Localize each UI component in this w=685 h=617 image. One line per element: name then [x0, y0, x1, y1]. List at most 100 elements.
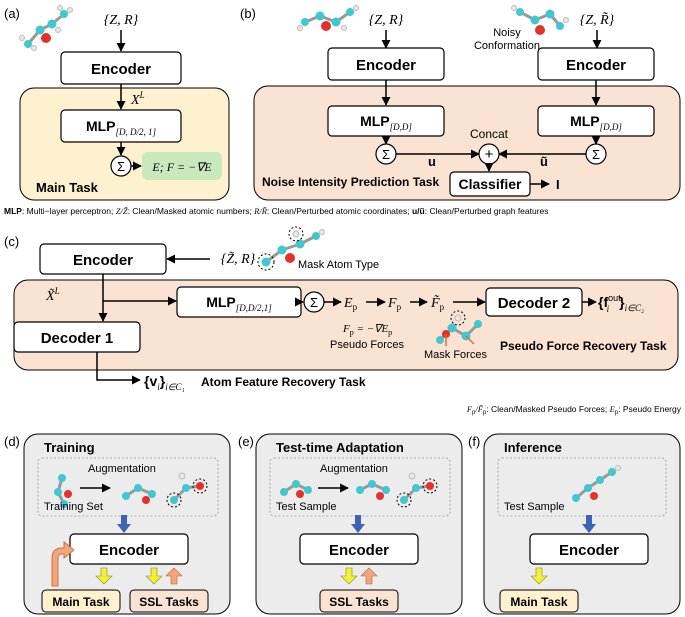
fp-equation: Fp = −∇Ep: [342, 323, 392, 337]
yellow-arrow-d-ssl: [145, 567, 163, 585]
sample-box-f: [497, 457, 667, 517]
blue-arrow-f: [582, 515, 596, 533]
molecule-c-forces: [436, 310, 482, 346]
encoder-box-e: [299, 533, 419, 565]
af-task-label: Atom Feature Recovery Task: [201, 375, 366, 389]
input-c: {Z̃, R}: [221, 251, 256, 267]
decoder2-label: Decoder 2: [498, 295, 571, 312]
panel-a-label: (a): [4, 6, 20, 21]
molecule-e-masked: [396, 472, 438, 508]
xl-c: X̃L: [45, 286, 60, 304]
main-task-f-label: Main Task: [510, 595, 567, 609]
molecule-d-aug: [122, 484, 156, 504]
molecule-e-input: [280, 480, 312, 498]
tta-title: Test-time Adaptation: [276, 440, 404, 455]
legend-2: Fp/F̃p: Clean/Masked Pseudo Forces; Ep: …: [466, 404, 682, 416]
xl-a: XL: [130, 90, 145, 108]
blue-arrow-d: [117, 515, 131, 533]
mask-atom-type: Mask Atom Type: [298, 259, 379, 271]
main-task-a-label: Main Task: [36, 180, 99, 195]
molecule-b-clean: [297, 5, 359, 31]
encoder-e-label: Encoder: [329, 542, 389, 559]
panel-d: (d) Training Augmentation Training Set: [4, 433, 231, 615]
augmentation-e: Augmentation: [320, 463, 388, 475]
orange-loop-arrow-d: [51, 541, 75, 587]
u-clean: u: [428, 154, 436, 169]
orange-arrow-e: [360, 567, 378, 585]
panel-b: (b) {Z, R} Noisy Conformation {Z, R̃} En…: [240, 5, 681, 201]
orange-arrow-d: [165, 567, 183, 585]
inference-title: Inference: [504, 440, 562, 455]
input-b-noisy: {Z, R̃}: [580, 12, 615, 28]
molecule-b-noisy: [511, 5, 569, 35]
noisy-label-1: Noisy: [493, 27, 521, 39]
mlp-a-label: MLP[D, D/2, 1]: [86, 118, 157, 137]
blue-arrow-e: [351, 515, 365, 533]
panel-c-label: (c): [4, 234, 19, 249]
classifier-label: Classifier: [458, 176, 522, 192]
mlp-b-noisy-label: MLP[D,D]: [570, 113, 622, 132]
sum-c-symbol: Σ: [310, 295, 318, 310]
molecule-d-input: [54, 474, 72, 508]
panel-e: (e) Test-time Adaptation Augmentation Te…: [238, 433, 463, 615]
concat-label: Concat: [470, 127, 509, 141]
decoder1-label: Decoder 1: [41, 330, 114, 347]
encoder-b-clean-label: Encoder: [356, 57, 416, 74]
pf-task-label: Pseudo Force Recovery Task: [500, 339, 667, 353]
energy-a: E; F = −∇E: [151, 160, 212, 174]
molecule-e-aug: [356, 480, 390, 500]
legend-1: MLP: Multi−layer perceptron; Z/Z̃: Clean…: [4, 206, 549, 216]
noisy-label-2: Conformation: [474, 40, 540, 52]
encoder-b-noisy-label: Encoder: [566, 57, 626, 74]
mlp-c-label: MLP[D,D/2,1]: [206, 294, 272, 313]
encoder-c-label: Encoder: [73, 252, 133, 269]
encoder-box-f: [529, 533, 649, 565]
main-task-d-label: Main Task: [52, 595, 109, 609]
training-title: Training: [44, 440, 95, 455]
fp-c: Fp: [387, 296, 402, 312]
panel-d-label: (d): [4, 434, 20, 449]
mask-forces-label: Mask Forces: [424, 349, 487, 361]
molecule-d-masked: [166, 472, 208, 508]
sum-b-noisy-symbol: Σ: [592, 147, 600, 162]
sum-b-clean-symbol: Σ: [382, 147, 390, 162]
augmentation-box-d: [37, 457, 219, 517]
concat-plus: +: [485, 146, 494, 163]
input-b-clean: {Z, R}: [369, 13, 404, 28]
main-task-box-f: [499, 589, 579, 613]
mlp-box-a: [60, 109, 182, 143]
encoder-f-label: Encoder: [559, 542, 619, 559]
augmentation-d: Augmentation: [88, 463, 156, 475]
mlp-b-clean-label: MLP[D,D]: [360, 113, 412, 132]
panel-f: (f) Inference Test Sample Encoder Main T…: [468, 433, 681, 615]
main-task-box-d: [41, 589, 121, 613]
fp-tilde-c: F̃p: [430, 295, 445, 312]
panel-b-label: (b): [240, 6, 256, 21]
intensity-output: I: [556, 177, 560, 192]
yellow-arrow-d-main: [95, 567, 113, 585]
ssl-box-e: [319, 589, 399, 613]
panel-c: (c) Encoder {Z̃, R} Mask Atom Type X̃L M…: [4, 226, 679, 392]
v-c: {vi}i∈C₁: [144, 373, 185, 392]
noise-task-label: Noise Intensity Prediction Task: [262, 175, 439, 189]
u-noisy: ũ: [540, 154, 548, 169]
training-set-label: Training Set: [44, 501, 103, 513]
panel-e-label: (e): [238, 434, 254, 449]
ep-c: Ep: [343, 296, 358, 312]
test-sample-f-label: Test Sample: [504, 501, 565, 513]
molecule-f: [572, 465, 621, 502]
ssl-d-label: SSL Tasks: [139, 595, 199, 609]
ssl-box-d: [129, 589, 209, 613]
input-a: {Z, R}: [104, 13, 139, 28]
energy-box-a: [142, 152, 222, 180]
decoder1-box: [13, 321, 141, 353]
panel-f-label: (f): [468, 434, 480, 449]
encoder-a-label: Encoder: [91, 61, 151, 78]
panel-a: (a) {Z, R} Encoder XL MLP[D, D/2, 1] Σ E…: [4, 5, 230, 201]
molecule-c: [257, 226, 325, 271]
encoder-d-label: Encoder: [99, 542, 159, 559]
pseudo-forces-label: Pseudo Forces: [330, 339, 404, 351]
yellow-arrow-f: [530, 567, 548, 585]
